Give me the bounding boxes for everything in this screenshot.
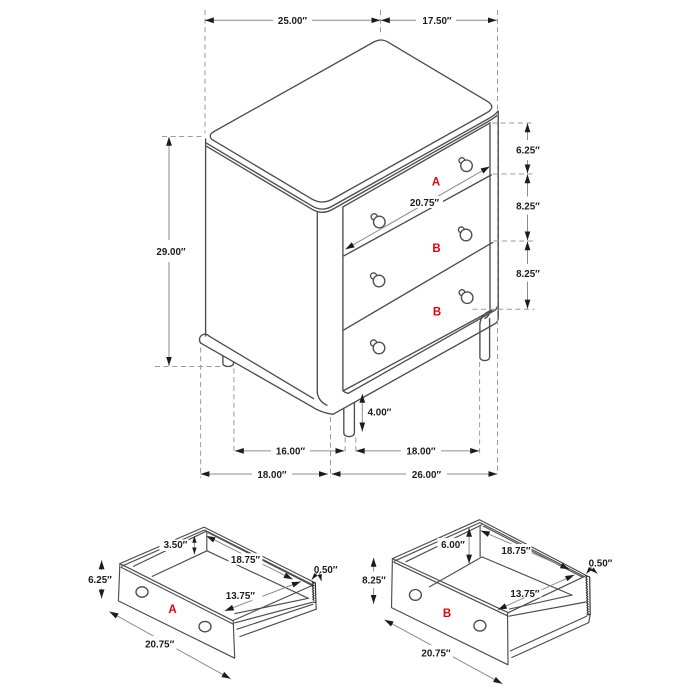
svg-text:13.75″: 13.75″ bbox=[510, 589, 540, 600]
svg-text:6.25″: 6.25″ bbox=[88, 575, 112, 586]
svg-text:6.25″: 6.25″ bbox=[516, 146, 540, 157]
svg-text:13.75″: 13.75″ bbox=[226, 591, 256, 602]
svg-text:16.00″: 16.00″ bbox=[276, 447, 306, 458]
svg-text:26.00″: 26.00″ bbox=[412, 470, 442, 481]
svg-text:18.00″: 18.00″ bbox=[406, 447, 436, 458]
svg-text:3.50″: 3.50″ bbox=[164, 540, 188, 551]
svg-text:25.00″: 25.00″ bbox=[278, 16, 308, 27]
svg-text:8.25″: 8.25″ bbox=[362, 576, 386, 587]
svg-text:17.50″: 17.50″ bbox=[422, 16, 452, 27]
svg-text:8.25″: 8.25″ bbox=[516, 202, 540, 213]
svg-text:B: B bbox=[433, 307, 441, 319]
svg-text:20.75″: 20.75″ bbox=[421, 649, 451, 660]
svg-text:0.50″: 0.50″ bbox=[314, 565, 338, 576]
svg-text:B: B bbox=[432, 243, 440, 255]
svg-text:18.00″: 18.00″ bbox=[257, 470, 287, 481]
svg-text:4.00″: 4.00″ bbox=[368, 408, 392, 419]
svg-text:20.75″: 20.75″ bbox=[410, 198, 440, 209]
svg-text:A: A bbox=[432, 177, 440, 189]
svg-text:18.75″: 18.75″ bbox=[231, 555, 261, 566]
svg-text:0.50″: 0.50″ bbox=[589, 559, 613, 570]
svg-text:20.75″: 20.75″ bbox=[145, 639, 175, 650]
svg-text:8.25″: 8.25″ bbox=[516, 269, 540, 280]
svg-text:29.00″: 29.00″ bbox=[156, 247, 186, 258]
svg-text:B: B bbox=[443, 608, 451, 620]
svg-text:18.75″: 18.75″ bbox=[501, 546, 531, 557]
svg-text:A: A bbox=[168, 604, 176, 616]
svg-text:6.00″: 6.00″ bbox=[441, 540, 465, 551]
